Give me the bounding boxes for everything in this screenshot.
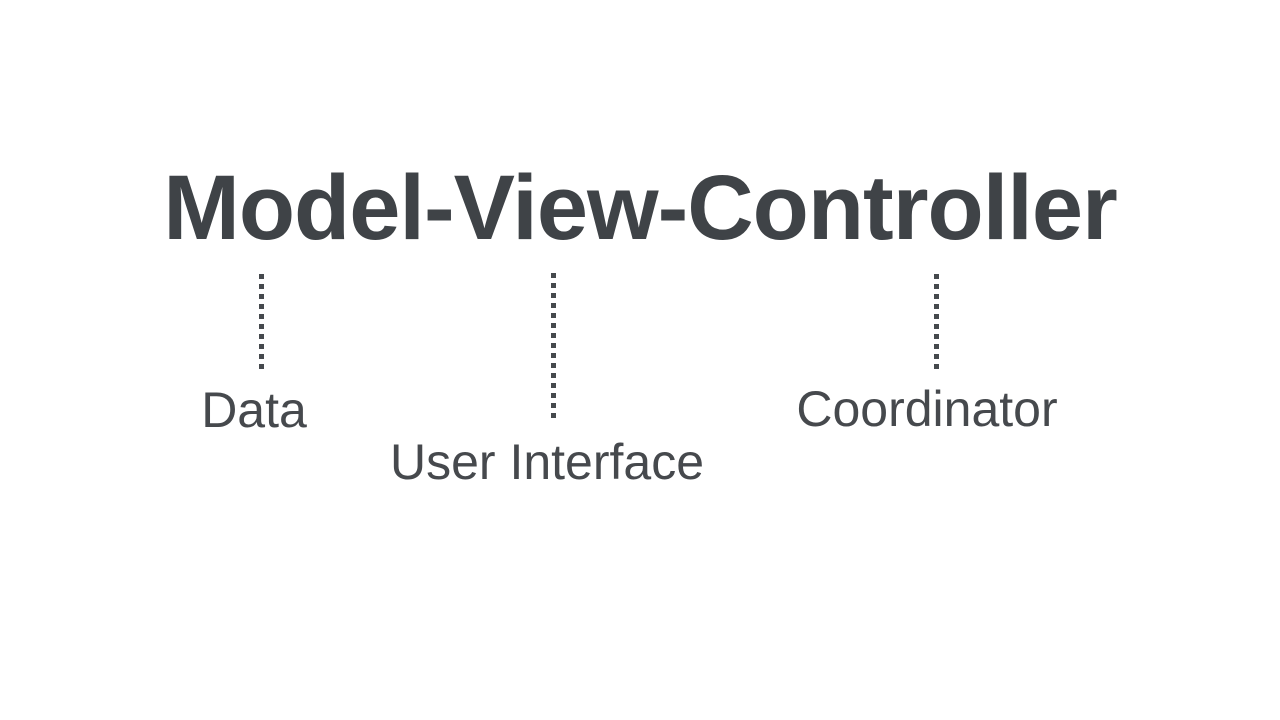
dotted-connector-controller <box>934 274 939 370</box>
annotation-view-user-interface: User Interface <box>389 434 705 490</box>
dotted-connector-model <box>259 274 264 370</box>
dotted-connector-view <box>551 273 556 419</box>
annotation-controller-coordinator: Coordinator <box>796 381 1058 437</box>
page-title: Model-View-Controller <box>163 157 1118 259</box>
annotation-model-data: Data <box>201 382 307 438</box>
